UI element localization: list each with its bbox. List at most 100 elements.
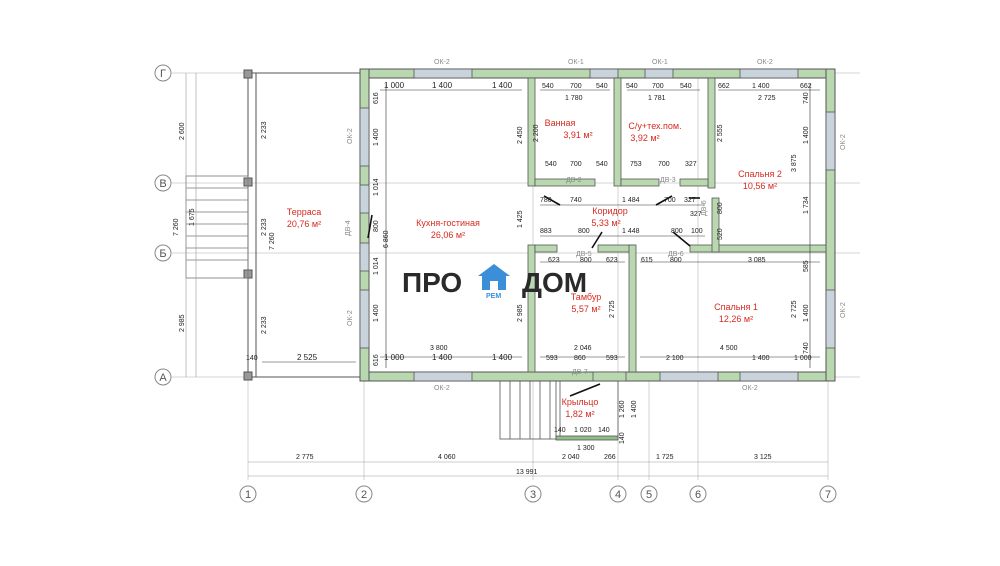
dim-bot-k2: 1 400: [432, 353, 453, 362]
dim-terrace-side-2: 2 233: [261, 218, 268, 236]
house-icon: [478, 264, 510, 290]
dim-left-seg-3: 2 985: [179, 314, 186, 332]
dim-bottom-seg-1: 2 775: [296, 454, 314, 461]
dim-wc-width: 1 781: [648, 95, 666, 102]
dim-corr-bot-3: 1 448: [622, 228, 640, 235]
dim-corr-top-1: 780: [540, 197, 552, 204]
dim-bottom-seg-4: 266: [604, 454, 616, 461]
dim-wc-top-2: 700: [652, 83, 664, 90]
dim-bed1-inner: 2 725: [791, 300, 798, 318]
door-tag-dv3: ДВ-3: [660, 177, 676, 184]
axis-row-markers: [154, 64, 172, 386]
dim-wc-top-1: 540: [626, 83, 638, 90]
dim-bot-k1: 1 000: [384, 353, 405, 362]
dim-vest-bot-3: 593: [606, 355, 618, 362]
axis-col-5: 5: [646, 489, 652, 501]
dim-left-seg-2: 1 675: [189, 208, 196, 226]
dim-wc-top-3: 540: [680, 83, 692, 90]
dim-terrace-side-1: 2 233: [261, 121, 268, 139]
window-tag-top-3: ОК-1: [652, 59, 668, 66]
dim-bath-bottom-2: 700: [570, 161, 582, 168]
dim-kitchen-width: 3 800: [430, 345, 448, 352]
dim-vest-bot-1: 593: [546, 355, 558, 362]
door-tag-dv6a: ДВ-6: [668, 251, 684, 258]
dim-corr-520: 520: [717, 228, 724, 240]
axis-row-v: В: [159, 178, 166, 190]
dim-kitchen-left-total: 6 860: [383, 230, 390, 248]
window-tag-right-2: ОК-2: [840, 302, 847, 318]
room-terrace-area: 20,76 м²: [287, 219, 321, 229]
dim-bed1-bot-1: 2 100: [666, 355, 684, 362]
axis-row-g: Г: [160, 68, 166, 80]
dim-top-k2: 1 400: [432, 81, 453, 90]
room-bedroom2-area: 10,56 м²: [743, 181, 777, 191]
dim-bed2-top-3: 662: [800, 83, 812, 90]
dim-corr-left: 1 425: [517, 210, 524, 228]
room-terrace-name: Терраса: [287, 207, 322, 217]
dim-corr-bot-5: 100: [691, 228, 703, 235]
dim-vest-top-1: 623: [548, 257, 560, 264]
dim-corr-bot-2: 800: [578, 228, 590, 235]
dim-vest-left: 2 985: [517, 304, 524, 322]
dim-bath-top-3: 540: [596, 83, 608, 90]
dim-bed1-top-2: 800: [670, 257, 682, 264]
dim-bath-top-1: 540: [542, 83, 554, 90]
dim-bed2-left: 2 555: [717, 124, 724, 142]
windows: [359, 68, 836, 382]
door-tag-dv2: ДВ-2: [566, 177, 582, 184]
dim-bed2-r4: 585: [803, 260, 810, 272]
dim-kl-2: 1 400: [373, 128, 380, 146]
dim-vest-top-2: 800: [580, 257, 592, 264]
room-bedroom2-name: Спальня 2: [738, 169, 782, 179]
dim-porch-1: 140: [554, 427, 566, 434]
dim-vest-bot-2: 860: [574, 355, 586, 362]
dim-kl-3: 1 014: [373, 178, 380, 196]
dim-corr-bot-4: 800: [671, 228, 683, 235]
dim-left-seg-1: 2 600: [179, 122, 186, 140]
dim-terrace-140: 140: [246, 355, 258, 362]
room-wc-area: 3,92 м²: [630, 133, 659, 143]
room-bedroom1-area: 12,26 м²: [719, 314, 753, 324]
room-corridor-area: 5,33 м²: [591, 218, 620, 228]
dim-corr-top-4: 700: [664, 197, 676, 204]
axis-col-1: 1: [245, 489, 251, 501]
axis-col-6: 6: [695, 489, 701, 501]
window-tag-top-2: ОК-1: [568, 59, 584, 66]
room-corridor-name: Коридор: [592, 206, 628, 216]
dim-porch-h2: 1 400: [631, 400, 638, 418]
inner-dim-lines: [262, 84, 820, 368]
room-bathroom-area: 3,91 м²: [563, 130, 592, 140]
door-tag-dv4: ДВ-4: [345, 220, 352, 236]
dim-vest-right: 2 725: [609, 300, 616, 318]
dim-terrace-total: 7 260: [269, 232, 276, 250]
dim-porch-3: 140: [598, 427, 610, 434]
axis-col-markers: [239, 485, 837, 503]
bottom-dim-lines: [248, 461, 828, 477]
door-tag-dv5: ДВ-5: [576, 251, 592, 258]
door-marks: [367, 195, 700, 397]
dim-bed2-top-2: 1 400: [752, 83, 770, 90]
interior-walls: [527, 77, 827, 382]
dim-bottom-seg-3: 2 040: [562, 454, 580, 461]
dim-bed2-inner: 3 875: [791, 154, 798, 172]
logo-left: ПРО: [402, 267, 462, 298]
dim-kl-1: 616: [373, 92, 380, 104]
dim-total-width: 13 991: [516, 469, 538, 476]
dim-porch-width: 1 300: [577, 445, 595, 452]
dim-wc-bottom-1: 753: [630, 161, 642, 168]
dim-corr-top-3: 1 484: [622, 197, 640, 204]
dim-wc-bottom-2: 700: [658, 161, 670, 168]
room-vestibule-name: Тамбур: [571, 292, 602, 302]
room-vestibule-area: 5,57 м²: [571, 304, 600, 314]
axis-row-a: А: [159, 372, 167, 384]
dim-top-k1: 1 000: [384, 81, 405, 90]
dim-bed1-width: 4 500: [720, 345, 738, 352]
dim-corr-top-5: 327: [684, 197, 696, 204]
dim-bed1-top-1: 615: [641, 257, 653, 264]
dim-bottom-seg-6: 3 125: [754, 454, 772, 461]
logo-right: ДОМ: [522, 267, 587, 298]
axis-row-b: Б: [159, 248, 166, 260]
window-tag-bottom-2: ОК-2: [742, 385, 758, 392]
